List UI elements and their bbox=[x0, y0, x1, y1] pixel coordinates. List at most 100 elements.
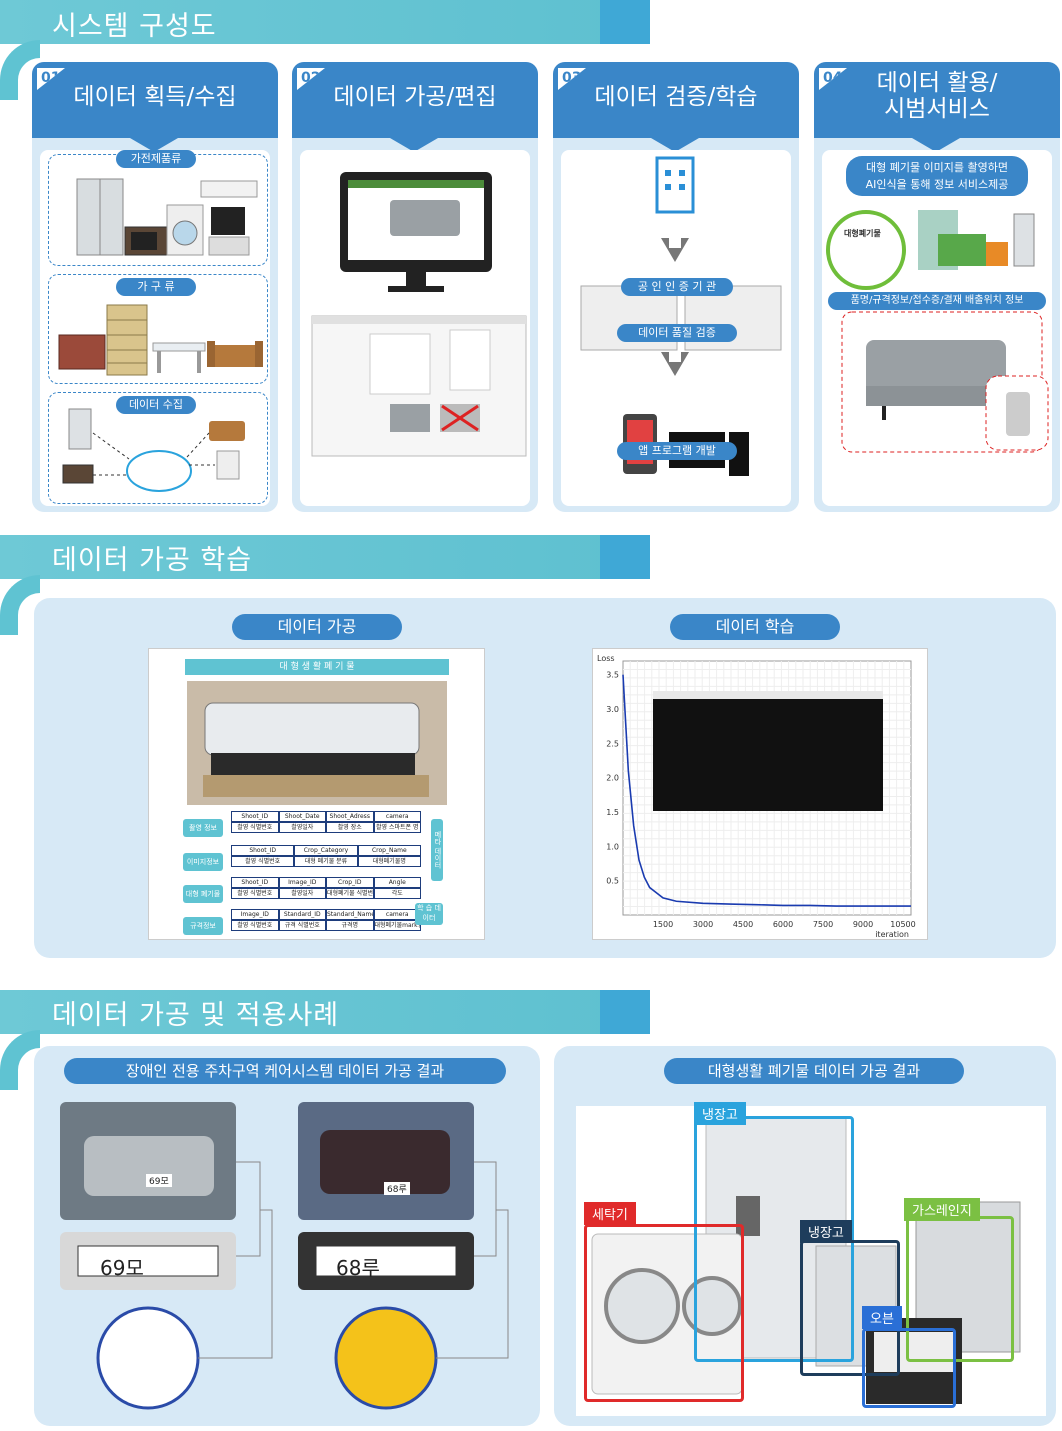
metadata-header-cell: Crop_Category bbox=[294, 845, 358, 856]
card-process: 02 데이터 가공/편집 bbox=[292, 62, 538, 512]
x-tick-label: 3000 bbox=[693, 920, 713, 929]
service-desc-l2: AI인식을 통해 정보 서비스제공 bbox=[865, 178, 1009, 191]
plate-text-1: 69모 bbox=[100, 1256, 144, 1280]
y-axis-label: Loss bbox=[597, 654, 615, 663]
waste-panel: 대형생활 폐기물 데이터 가공 결과 냉장고 세탁기 냉장고 가스레인지 오븐 bbox=[554, 1046, 1056, 1426]
x-tick-label: 1500 bbox=[653, 920, 673, 929]
metadata-header-cell: Image_ID bbox=[231, 909, 279, 920]
card-title: 데이터 획득/수집 bbox=[73, 84, 237, 110]
card-service: 04 데이터 활용/ 시범서비스 대형 폐기물 이미지를 촬영하면 AI인식을 … bbox=[814, 62, 1060, 512]
plate-text-2: 68루 bbox=[336, 1256, 380, 1280]
appliance-pill: 가전제품류 bbox=[116, 150, 196, 168]
metadata-group-label: 이미지정보 bbox=[183, 853, 223, 871]
service-desc: 대형 폐기물 이미지를 촬영하면 AI인식을 통해 정보 서비스제공 bbox=[846, 156, 1028, 196]
editor-illustration bbox=[311, 172, 527, 457]
service-desc-l1: 대형 폐기물 이미지를 촬영하면 bbox=[865, 161, 1009, 174]
waste-pill: 대형생활 폐기물 데이터 가공 결과 bbox=[664, 1058, 964, 1084]
section-title-3: 데이터 가공 및 적용사례 bbox=[52, 1000, 340, 1031]
bbox-washer bbox=[584, 1224, 744, 1402]
metadata-value-cell: 규격 식별번호 bbox=[278, 920, 326, 931]
car-plate-2: 68루 bbox=[384, 1182, 410, 1195]
training-pill: 데이터 학습 bbox=[670, 614, 840, 640]
metadata-value-cell: 촬영 식별번호 bbox=[231, 888, 279, 899]
label-washer: 세탁기 bbox=[584, 1202, 636, 1225]
x-tick-label: 4500 bbox=[733, 920, 753, 929]
metadata-header-cell: Shoot_ID bbox=[231, 877, 279, 888]
metadata-header-cell: Standard_Name bbox=[326, 909, 374, 920]
metadata-header-cell: Crop_Name bbox=[357, 845, 421, 856]
metadata-value-cell: 규격명 bbox=[326, 920, 374, 931]
parking-panel: 장애인 전용 주차구역 케어시스템 데이터 가공 결과 69모 68루 69모 … bbox=[34, 1046, 540, 1426]
metadata-value-cell: 촬영 스마트폰 명 bbox=[373, 822, 421, 833]
cert-pill: 공 인 인 증 기 관 bbox=[621, 278, 733, 296]
y-tick-label: 3.0 bbox=[606, 705, 619, 714]
section-banner-3 bbox=[0, 990, 650, 1034]
y-tick-label: 2.5 bbox=[606, 739, 619, 748]
parking-pill: 장애인 전용 주차구역 케어시스템 데이터 가공 결과 bbox=[64, 1058, 506, 1084]
metadata-header-cell: camera bbox=[373, 909, 421, 920]
collect-group bbox=[48, 392, 268, 504]
appliance-group bbox=[48, 154, 268, 266]
y-tick-label: 2.0 bbox=[606, 774, 619, 783]
side-learn: 학 습 데이터 bbox=[415, 903, 443, 925]
metadata-group-label: 대형 폐기물 bbox=[183, 885, 223, 903]
metadata-value-cell: 촬영 식별번호 bbox=[231, 856, 295, 867]
section-title-2: 데이터 가공 학습 bbox=[52, 545, 253, 576]
metadata-value-cell: 촬영 장소 bbox=[326, 822, 374, 833]
card-title: 데이터 가공/편집 bbox=[333, 84, 497, 110]
label-fridge-1: 냉장고 bbox=[694, 1102, 746, 1125]
app-pill: 앱 프로그램 개발 bbox=[617, 442, 737, 460]
metadata-value-cell: 촬영 식별번호 bbox=[231, 920, 279, 931]
metadata-value-cell: 각도 bbox=[373, 888, 421, 899]
label-fridge-2: 냉장고 bbox=[800, 1220, 852, 1243]
card-verify: 03 데이터 검증/학습 공 인 인 증 기 관 데이터 품질 검증 앱 프로그… bbox=[553, 62, 799, 512]
bbox-fridge-1 bbox=[694, 1116, 854, 1362]
metadata-group-label: 촬영 정보 bbox=[183, 819, 223, 837]
metadata-value-cell: 촬영일자 bbox=[278, 888, 326, 899]
section-title-1: 시스템 구성도 bbox=[52, 11, 217, 42]
doc-title: 대 형 생 활 폐 기 물 bbox=[185, 659, 449, 675]
tag-title: 대형폐기물 bbox=[844, 229, 881, 238]
mattress-photo bbox=[187, 681, 447, 805]
metadata-value-cell: 대형폐기물 식별번호 bbox=[326, 888, 374, 899]
metadata-header-cell: Crop_ID bbox=[326, 877, 374, 888]
x-tick-label: 10500 bbox=[890, 920, 915, 929]
metadata-header-cell: camera bbox=[373, 811, 421, 822]
waste-photo: 냉장고 세탁기 냉장고 가스레인지 오븐 bbox=[576, 1102, 1046, 1416]
card-title-l1: 데이터 활용/ bbox=[876, 70, 998, 96]
service-illustration bbox=[826, 210, 1049, 453]
metadata-header-cell: Angle bbox=[373, 877, 421, 888]
card-title: 데이터 검증/학습 bbox=[594, 84, 758, 110]
section-banner-2 bbox=[0, 535, 650, 579]
card-title-l2: 시범서비스 bbox=[884, 96, 990, 122]
metadata-group-label: 규격정보 bbox=[183, 917, 223, 935]
metadata-value-cell: 대형 폐기물 분류 bbox=[294, 856, 358, 867]
metadata-value-cell: 촬영 식별번호 bbox=[231, 822, 279, 833]
metadata-header-cell: Standard_ID bbox=[278, 909, 326, 920]
loss-line bbox=[622, 674, 911, 907]
metadata-header-cell: Shoot_Date bbox=[278, 811, 326, 822]
metadata-value-cell: 대형폐기물mark명 bbox=[373, 920, 421, 931]
label-gas-range: 가스레인지 bbox=[904, 1198, 980, 1221]
parking-illustration bbox=[60, 1102, 509, 1410]
x-axis-label: iteration bbox=[875, 930, 909, 939]
process-pill: 데이터 가공 bbox=[232, 614, 402, 640]
y-tick-label: 1.5 bbox=[606, 808, 619, 817]
card-acquire: 01 데이터 획득/수집 가전제품류 bbox=[32, 62, 278, 512]
quality-pill: 데이터 품질 검증 bbox=[617, 324, 737, 342]
metadata-value-cell: 촬영일자 bbox=[278, 822, 326, 833]
terminal-window bbox=[653, 691, 883, 811]
y-tick-label: 1.0 bbox=[606, 842, 619, 851]
furniture-illustration bbox=[58, 304, 263, 376]
furniture-pill: 가 구 류 bbox=[116, 278, 196, 296]
x-tick-label: 7500 bbox=[813, 920, 833, 929]
metadata-header-cell: Shoot_ID bbox=[231, 845, 295, 856]
section-banner-1 bbox=[0, 0, 650, 44]
metadata-value-cell: 대형폐기물명 bbox=[357, 856, 421, 867]
metadata-header-cell: Shoot_ID bbox=[231, 811, 279, 822]
collect-illustration bbox=[62, 408, 245, 492]
x-tick-label: 6000 bbox=[773, 920, 793, 929]
metadata-header-cell: Image_ID bbox=[278, 877, 326, 888]
